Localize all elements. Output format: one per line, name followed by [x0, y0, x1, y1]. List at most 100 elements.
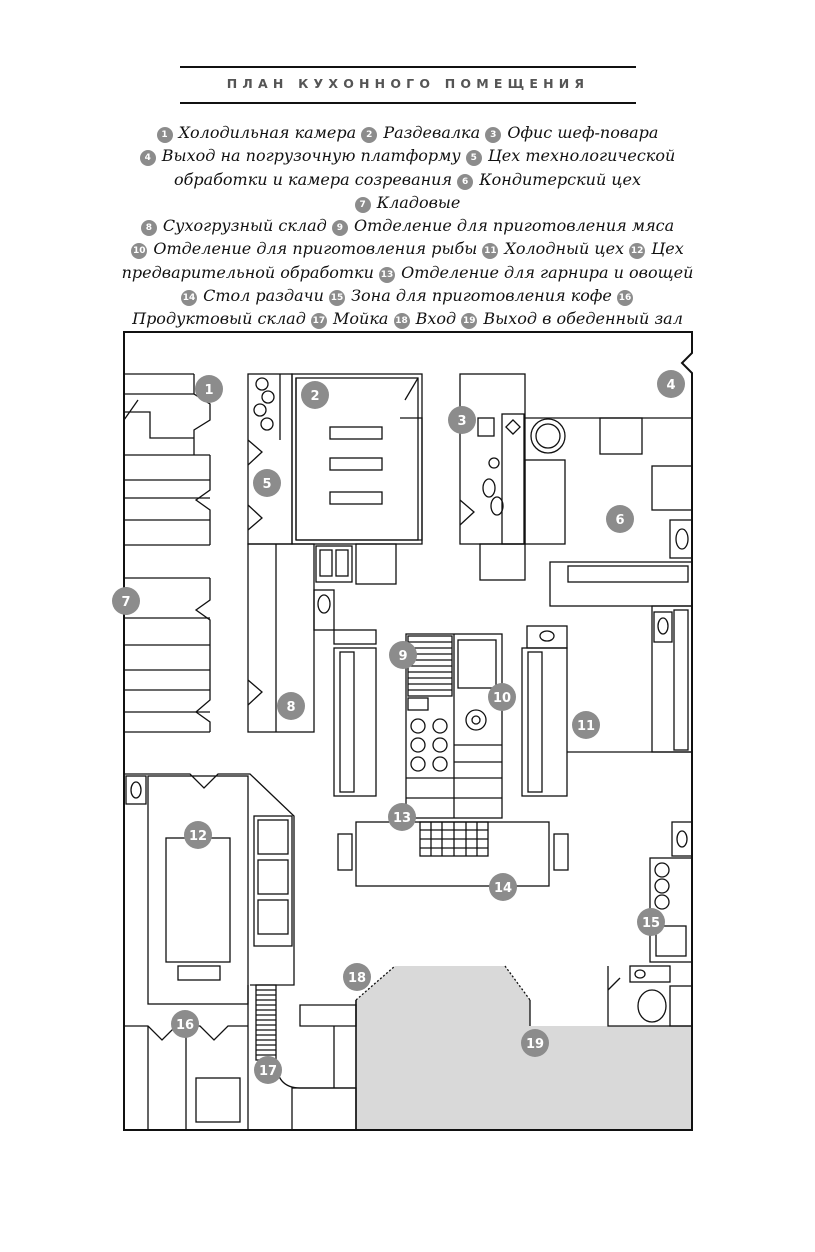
legend-number: 16 — [616, 290, 633, 307]
svg-text:14: 14 — [494, 881, 512, 896]
svg-text:17: 17 — [259, 1064, 277, 1079]
legend-label: Кладовые — [376, 192, 461, 212]
legend-item: 9 Отделение для приготовления мяса — [331, 216, 675, 237]
legend-number: 10 — [131, 243, 148, 260]
legend-number: 5 — [465, 150, 482, 167]
legend-label: Зона для приготовления кофе — [351, 286, 612, 306]
legend-number: 9 — [331, 220, 348, 237]
svg-text:13: 13 — [393, 811, 411, 826]
legend-label: Цех технологической обработки и камера с… — [173, 146, 676, 189]
svg-text:11: 11 — [577, 719, 595, 734]
svg-text:8: 8 — [286, 700, 295, 715]
marker-8: 8 — [277, 692, 305, 720]
legend-item: 10 Отделение для приготовления рыбы — [131, 239, 478, 260]
legend-item: 2 Раздевалка — [361, 123, 481, 143]
legend-label: Отделение для приготовления мяса — [353, 216, 675, 236]
storage-shelves — [123, 373, 211, 733]
legend-number: 19 — [461, 313, 478, 330]
svg-text:5: 5 — [262, 477, 271, 492]
marker-3: 3 — [448, 406, 476, 434]
legend-item: 3 Офис шеф-повара — [485, 123, 659, 143]
legend-number: 8 — [140, 220, 157, 237]
marker-7: 7 — [112, 587, 140, 615]
marker-4: 4 — [657, 370, 685, 398]
legend-number: 18 — [393, 313, 410, 330]
legend-label: Офис шеф-повара — [507, 123, 659, 142]
marker-17: 17 — [254, 1056, 282, 1084]
marker-2: 2 — [301, 381, 329, 409]
marker-15: 15 — [637, 908, 665, 936]
cooking-line — [405, 633, 503, 819]
legend-number: 17 — [310, 313, 327, 330]
legend-item: 1 Холодильная камера — [156, 123, 357, 143]
legend-label: Вход — [415, 309, 457, 329]
svg-text:4: 4 — [666, 378, 675, 393]
marker-1: 1 — [195, 375, 223, 403]
title-banner: ПЛАН КУХОННОГО ПОМЕЩЕНИЯ — [180, 66, 636, 104]
legend-item: 13 Отделение для гарнира и овощей — [378, 262, 694, 283]
coffee-zone — [607, 821, 693, 1027]
legend-label: Продуктовый склад — [132, 309, 306, 329]
svg-text:1: 1 — [204, 383, 213, 398]
legend-number: 3 — [485, 127, 502, 143]
legend-number: 4 — [139, 150, 156, 167]
svg-text:6: 6 — [615, 513, 624, 528]
legend-label: Цех предварительной обработки — [121, 239, 684, 282]
pastry-shop — [479, 417, 693, 607]
legend-item: 18 Вход — [393, 309, 457, 330]
legend-item: 17 Мойка — [310, 309, 389, 330]
legend-item: 11 Холодный цех — [482, 239, 625, 260]
markers: 1 2 3 4 5 6 7 8 9 10 11 12 13 14 15 16 1… — [112, 370, 685, 1084]
marker-9: 9 — [389, 641, 417, 669]
marker-6: 6 — [606, 505, 634, 533]
cold-kitchen — [521, 605, 693, 797]
svg-text:18: 18 — [348, 971, 366, 986]
page-title: ПЛАН КУХОННОГО ПОМЕЩЕНИЯ — [226, 76, 590, 91]
legend-number: 11 — [482, 243, 499, 260]
legend-number: 6 — [457, 173, 474, 190]
svg-text:9: 9 — [398, 649, 407, 664]
svg-text:3: 3 — [457, 414, 466, 429]
legend-label: Сухогрузный склад — [162, 216, 327, 236]
marker-11: 11 — [572, 711, 600, 739]
legend-label: Мойка — [333, 309, 389, 329]
pass-counter — [337, 821, 569, 887]
legend-label: Стол раздачи — [203, 286, 324, 306]
legend-label: Раздевалка — [383, 123, 481, 142]
marker-14: 14 — [489, 873, 517, 901]
food-storage — [124, 984, 357, 1131]
legend-item: 4 Выход на погрузочную платформу — [139, 146, 461, 167]
aging-room — [247, 373, 293, 545]
legend-number: 13 — [378, 266, 395, 283]
legend-number: 1 — [156, 127, 173, 143]
svg-text:16: 16 — [176, 1018, 194, 1033]
legend-item: 5 Цех технологической обработки и камера… — [174, 146, 675, 188]
legend-number: 14 — [181, 290, 198, 307]
legend-item: 12 Цех предварительной обработки — [122, 239, 684, 281]
legend-label: Холодный цех — [504, 239, 625, 259]
legend-number: 15 — [328, 290, 345, 307]
legend-label: Отделение для гарнира и овощей — [401, 262, 694, 282]
marker-10: 10 — [488, 683, 516, 711]
legend-number: 7 — [354, 196, 371, 213]
legend-item: 14 Стол раздачи — [181, 286, 324, 307]
legend-item: 19 Выход в обеденный зал — [461, 309, 683, 330]
svg-text:15: 15 — [642, 916, 660, 931]
marker-16: 16 — [171, 1010, 199, 1038]
legend-label: Выход в обеденный зал — [483, 309, 683, 329]
prep-tables — [333, 629, 377, 797]
legend-number: 2 — [361, 127, 378, 143]
legend-item: 8 Сухогрузный склад — [140, 216, 327, 237]
chef-office — [459, 373, 526, 545]
legend-label: Отделение для приготовления рыбы — [153, 239, 478, 259]
legend-label: Выход на погрузочную платформу — [161, 146, 461, 166]
legend-item: 7 Кладовые — [354, 192, 461, 213]
legend-item: 15 Зона для приготовления кофе — [328, 286, 612, 307]
marker-12: 12 — [184, 821, 212, 849]
legend-number: 12 — [629, 243, 646, 260]
dry-storage — [247, 543, 397, 733]
legend-item: 16 Продуктовый склад — [132, 286, 634, 328]
legend-label: Холодильная камера — [178, 123, 357, 142]
svg-text:12: 12 — [189, 829, 207, 844]
legend-item: 6 Кондитерский цех — [457, 170, 641, 190]
